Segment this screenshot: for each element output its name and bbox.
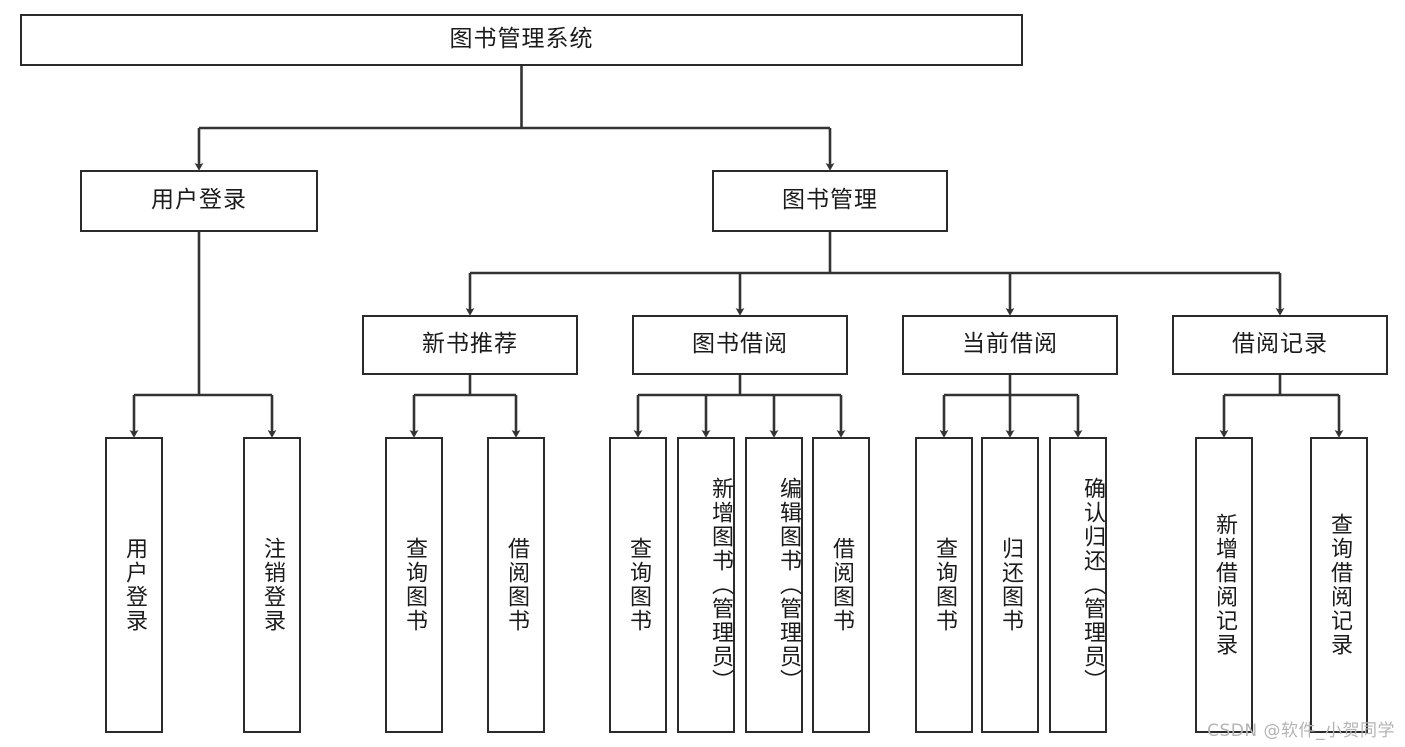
node-leaf-query-book-borrow[interactable]: 查询图书 — [609, 437, 667, 733]
node-label: 图书借阅 — [692, 331, 788, 358]
node-leaf-query-book-cur[interactable]: 查询图书 — [915, 437, 973, 733]
node-leaf-query-book-rec[interactable]: 查询图书 — [385, 437, 443, 733]
node-new-book-recommend[interactable]: 新书推荐 — [362, 315, 578, 375]
node-leaf-query-record[interactable]: 查询借阅记录 — [1310, 437, 1368, 733]
node-label: 查询借阅记录 — [1326, 513, 1352, 657]
node-label: 图书管理系统 — [449, 26, 594, 53]
node-leaf-user-login[interactable]: 用户登录 — [105, 437, 163, 733]
node-label: 查询图书 — [931, 537, 957, 633]
node-leaf-return-book[interactable]: 归还图书 — [981, 437, 1039, 733]
node-leaf-borrow-book[interactable]: 借阅图书 — [812, 437, 870, 733]
node-leaf-edit-book[interactable]: 编辑图书（管理员） — [745, 437, 803, 733]
node-label: 当前借阅 — [962, 331, 1058, 358]
node-root[interactable]: 图书管理系统 — [20, 14, 1023, 66]
node-label: 确认归还（管理员） — [1080, 477, 1105, 693]
node-label: 编辑图书（管理员） — [776, 477, 801, 693]
watermark-label: CSDN @软件_小贺同学 — [1207, 721, 1395, 741]
node-label: 查询图书 — [625, 537, 651, 633]
node-borrow-record[interactable]: 借阅记录 — [1172, 315, 1388, 375]
node-label: 查询图书 — [401, 537, 427, 633]
node-label: 图书管理 — [782, 187, 878, 214]
node-label: 借阅图书 — [503, 537, 529, 633]
node-label: 用户登录 — [151, 187, 247, 214]
node-label: 用户登录 — [121, 537, 147, 633]
node-label: 注销登录 — [259, 537, 285, 633]
node-book-borrow[interactable]: 图书借阅 — [632, 315, 848, 375]
node-book-manage[interactable]: 图书管理 — [712, 170, 948, 232]
node-leaf-add-record[interactable]: 新增借阅记录 — [1195, 437, 1253, 733]
node-leaf-borrow-book-rec[interactable]: 借阅图书 — [487, 437, 545, 733]
node-label: 借阅记录 — [1232, 331, 1328, 358]
node-label: 新书推荐 — [422, 331, 518, 358]
node-label: 借阅图书 — [828, 537, 854, 633]
node-label: 新增借阅记录 — [1211, 513, 1237, 657]
node-leaf-add-book[interactable]: 新增图书（管理员） — [677, 437, 735, 733]
node-user-login[interactable]: 用户登录 — [80, 170, 318, 232]
node-leaf-confirm-return[interactable]: 确认归还（管理员） — [1049, 437, 1107, 733]
node-label: 新增图书（管理员） — [708, 477, 733, 693]
node-leaf-user-logout[interactable]: 注销登录 — [243, 437, 301, 733]
node-current-borrow[interactable]: 当前借阅 — [902, 315, 1118, 375]
node-label: 归还图书 — [997, 537, 1023, 633]
